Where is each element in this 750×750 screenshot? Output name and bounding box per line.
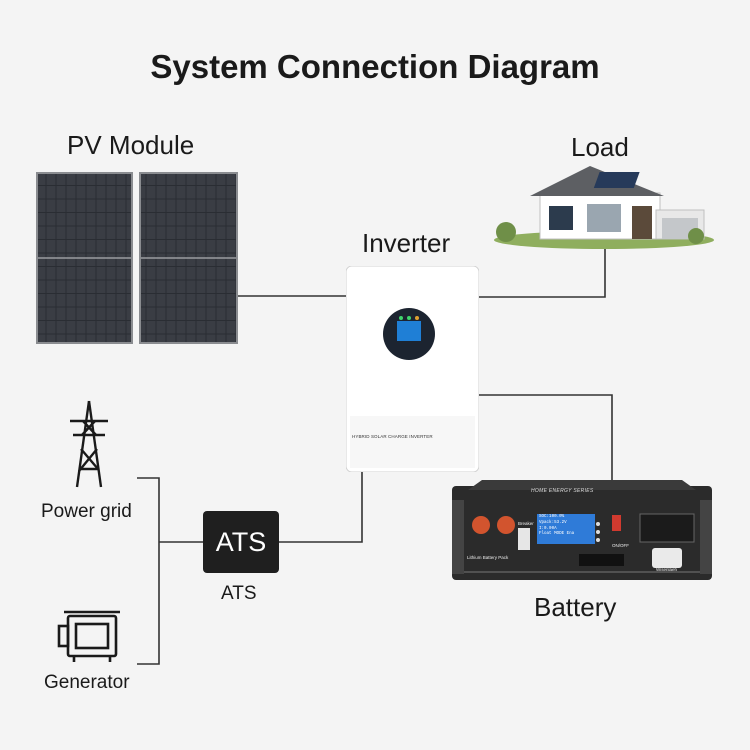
pv-module-image bbox=[36, 172, 238, 344]
battery-display-line: Vpack:53.2V bbox=[539, 520, 567, 525]
battery-label: Battery bbox=[534, 592, 617, 622]
inverter-image bbox=[346, 266, 479, 472]
pv-module-label: PV Module bbox=[67, 130, 195, 160]
ats-box: ATS bbox=[203, 511, 279, 573]
inverter-panel-text: HYBRID SOLAR CHARGE INVERTER bbox=[352, 434, 433, 439]
battery-brand-text: Wisenlaeh bbox=[656, 567, 678, 572]
battery-series-text: HOME ENERGY SERIES bbox=[531, 488, 594, 494]
inverter-label: Inverter bbox=[362, 228, 451, 258]
generator-icon bbox=[57, 610, 120, 662]
page-title: System Connection Diagram bbox=[150, 48, 600, 85]
battery-onoff-text: ON/OFF bbox=[612, 543, 629, 548]
battery-image bbox=[452, 480, 712, 580]
generator-label: Generator bbox=[44, 672, 130, 693]
load-label: Load bbox=[571, 132, 629, 162]
battery-display-line: Float MODE Ena bbox=[539, 532, 575, 537]
battery-pack-text: Lithium Battery Pack bbox=[467, 555, 509, 560]
house-image bbox=[494, 166, 714, 249]
power-tower-icon bbox=[70, 400, 108, 488]
battery-breaker-text: Breaker bbox=[518, 521, 534, 526]
battery-display-line: SOC:100.0% bbox=[539, 515, 565, 519]
power-grid-label: Power grid bbox=[41, 501, 132, 522]
battery-display: SOC:100.0% Vpack:53.2V I:0.00A Float MOD… bbox=[539, 515, 593, 538]
ats-label: ATS bbox=[221, 583, 257, 604]
battery-display-line: I:0.00A bbox=[539, 526, 557, 531]
